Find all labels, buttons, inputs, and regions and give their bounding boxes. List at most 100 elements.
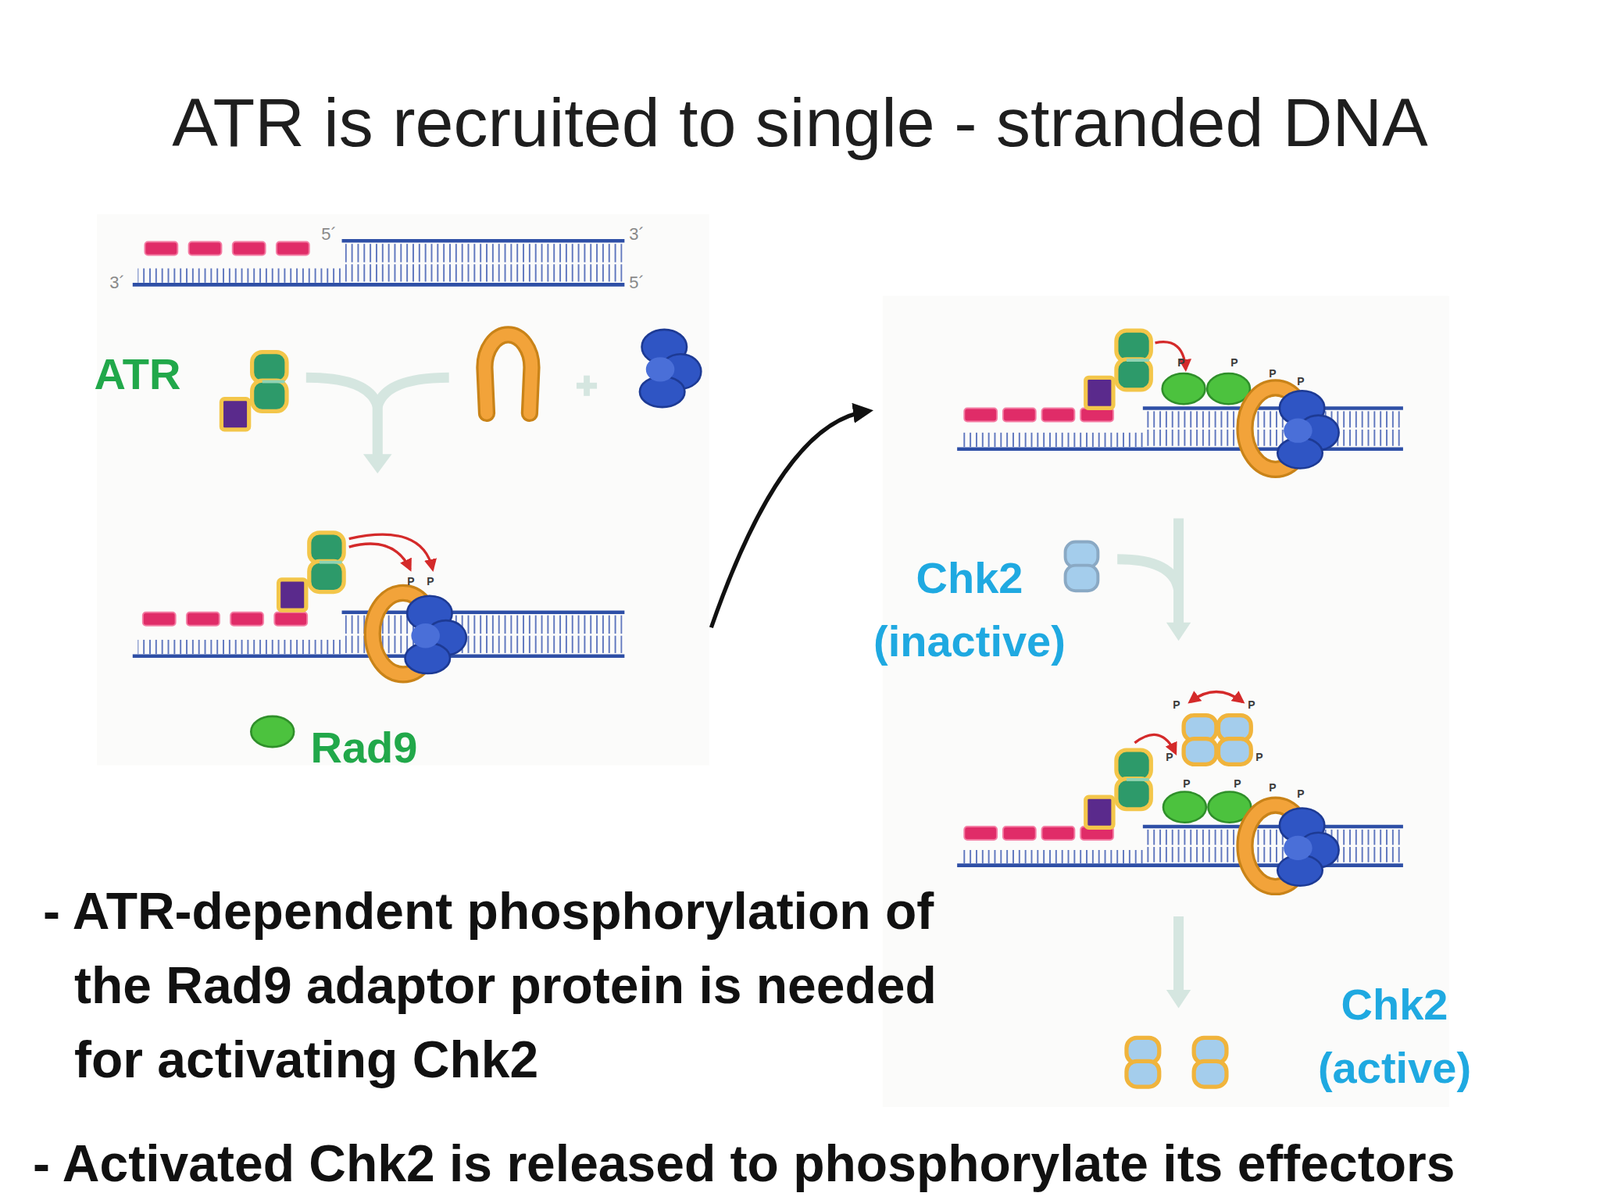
rpa-protein xyxy=(1042,826,1075,840)
arrow-arm xyxy=(306,377,378,407)
arrow-head xyxy=(363,453,393,474)
base-ticks xyxy=(344,615,622,635)
plus-bar xyxy=(583,375,590,397)
phospho-mark: P xyxy=(1268,781,1276,794)
rpa-protein xyxy=(274,612,308,626)
base-ticks xyxy=(962,850,1144,864)
phospho-mark: P xyxy=(426,575,434,588)
rpa-protein xyxy=(1042,407,1075,422)
rpa-protein xyxy=(144,242,178,256)
base-ticks xyxy=(1146,410,1402,428)
clamp-loader xyxy=(1277,807,1339,886)
arrow-arm xyxy=(1117,559,1179,590)
trans-phosphorylation-arrow xyxy=(1189,692,1243,703)
chk2-protein xyxy=(1065,542,1099,592)
dna-strand xyxy=(1142,406,1404,411)
phospho-mark: P xyxy=(1165,750,1173,764)
base-ticks xyxy=(1146,429,1402,447)
arrow-head xyxy=(1166,989,1191,1009)
rpa-protein xyxy=(186,612,220,626)
slide-title: ATR is recruited to single - stranded DN… xyxy=(171,81,1428,165)
phospho-mark: P xyxy=(1296,787,1304,800)
rad9-protein xyxy=(1207,373,1250,404)
rad9-protein xyxy=(250,716,294,747)
rpa-protein xyxy=(142,612,176,626)
clamp-loader xyxy=(639,329,701,408)
phospho-mark: P xyxy=(1268,367,1276,380)
protein-label: Rad9 xyxy=(310,715,418,779)
base-ticks xyxy=(1146,829,1402,846)
arrow-arm xyxy=(377,377,449,407)
clamp-loader xyxy=(1277,390,1339,468)
base-ticks xyxy=(962,432,1144,447)
atr-complex xyxy=(278,532,345,611)
dna-strand xyxy=(342,239,625,243)
rpa-protein xyxy=(232,242,266,256)
phosphorylation-arrow xyxy=(349,534,433,570)
arrow-stem xyxy=(372,403,383,458)
chk2-protein xyxy=(1218,715,1252,765)
base-ticks xyxy=(344,264,622,282)
base-ticks xyxy=(137,639,342,654)
chk2-protein xyxy=(1183,715,1217,765)
phosphorylation-arrow xyxy=(349,543,411,570)
arrow-head xyxy=(1166,622,1191,642)
merge-arrow xyxy=(1117,518,1191,642)
base-ticks xyxy=(137,268,342,283)
phospho-mark: P xyxy=(1182,777,1190,790)
rad9-protein xyxy=(1163,792,1207,823)
base-ticks xyxy=(1146,846,1402,863)
dna-duplex xyxy=(132,240,625,285)
phospho-mark: P xyxy=(1172,698,1180,711)
transition-arrow xyxy=(710,410,868,628)
dna-strand xyxy=(132,282,625,287)
open-clamp xyxy=(484,334,532,414)
atr-complex xyxy=(221,352,287,430)
protein-label: Chk2 (active) xyxy=(1292,972,1497,1100)
phosphorylation-arrow xyxy=(1155,342,1186,370)
merge-arrow xyxy=(306,377,450,474)
strand-end-label: 3´ xyxy=(628,224,645,245)
clamp-outline xyxy=(484,334,532,414)
phospho-mark: P xyxy=(1177,356,1185,369)
phosphorylation-arrow xyxy=(1134,734,1175,754)
base-ticks xyxy=(344,243,622,263)
rpa-protein xyxy=(964,826,997,840)
phospho-mark: P xyxy=(407,575,415,588)
dna-strand xyxy=(1142,825,1404,829)
phospho-mark: P xyxy=(1247,698,1255,711)
rad9-protein xyxy=(1162,373,1206,404)
strand-end-label: 5´ xyxy=(628,272,645,293)
bullet-text: - Activated Chk2 is released to phosphor… xyxy=(32,1126,1588,1200)
rpa-protein xyxy=(964,407,997,422)
strand-end-label: 5´ xyxy=(321,224,337,245)
plus-sign xyxy=(576,375,597,397)
strand-end-label: 3´ xyxy=(109,272,125,293)
arrow-stem xyxy=(1173,916,1184,993)
phospho-mark: P xyxy=(1296,375,1304,388)
atr-complex xyxy=(1085,750,1152,828)
rpa-protein xyxy=(1003,826,1036,840)
phospho-mark: P xyxy=(1255,750,1263,764)
dna-strand xyxy=(957,863,1404,868)
phospho-mark: P xyxy=(1230,356,1238,369)
phospho-mark: P xyxy=(1233,777,1241,790)
base-ticks xyxy=(344,635,622,654)
clamp-loader xyxy=(405,596,467,674)
protein-label: Chk2 (inactive) xyxy=(852,546,1087,673)
rpa-protein xyxy=(1003,407,1036,422)
rpa-protein xyxy=(189,242,222,256)
rpa-protein xyxy=(230,612,264,626)
chk2-protein xyxy=(1193,1037,1227,1087)
chk2-protein xyxy=(1126,1037,1160,1087)
dna-strand xyxy=(957,446,1404,451)
atr-complex xyxy=(1085,330,1152,408)
clamp-body xyxy=(484,334,532,414)
bullet-text: - ATR-dependent phosphorylation of the R… xyxy=(42,874,965,1097)
arrow-stem xyxy=(1173,518,1184,625)
protein-label: ATR xyxy=(94,342,182,406)
release-arrow xyxy=(1166,916,1191,1009)
panel-background xyxy=(96,214,710,765)
